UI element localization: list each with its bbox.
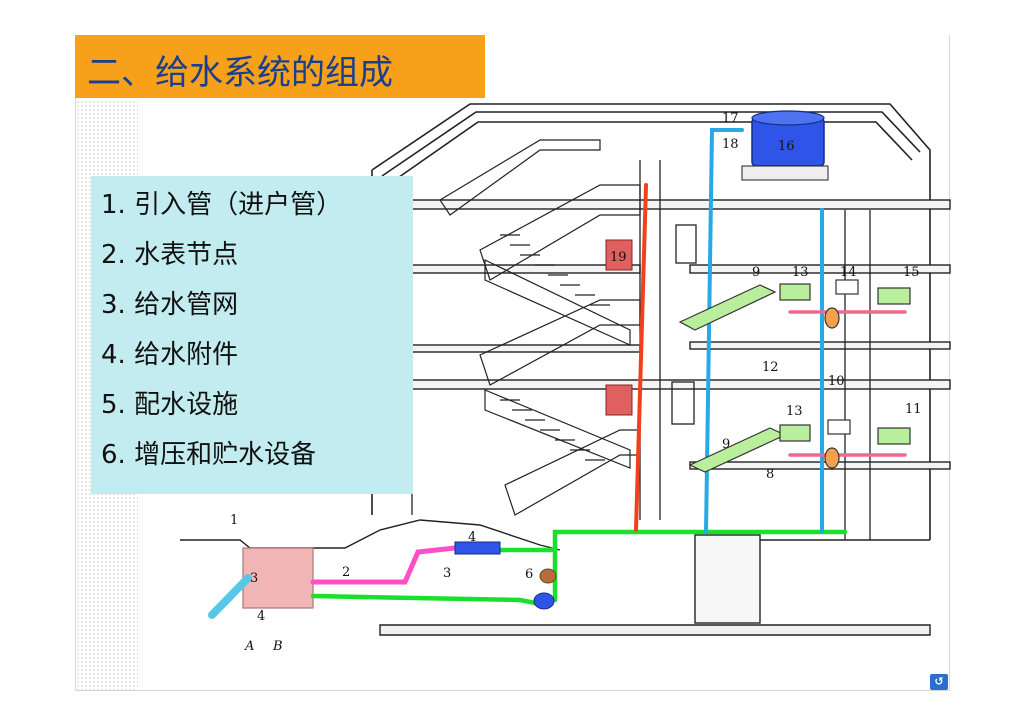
hydrant-cabinet-lower bbox=[605, 384, 633, 416]
label-13-a: 13 bbox=[792, 265, 809, 280]
bypass-pipe bbox=[310, 593, 543, 607]
inlet-pipe bbox=[310, 545, 458, 585]
return-icon[interactable]: ↺ bbox=[930, 674, 948, 690]
red-riser bbox=[634, 183, 648, 532]
roof-water-tank bbox=[741, 110, 829, 181]
slide-frame-left bbox=[75, 35, 76, 690]
component-item: 4. 给水附件 bbox=[101, 340, 239, 370]
slide-frame-bottom bbox=[75, 690, 950, 691]
label-19: 19 bbox=[610, 250, 627, 265]
label-14: 14 bbox=[840, 265, 857, 280]
roof bbox=[371, 103, 931, 540]
label-3-a: 3 bbox=[250, 571, 258, 586]
label-2: 2 bbox=[342, 565, 350, 580]
label-10: 10 bbox=[828, 374, 845, 389]
label-4-b: 4 bbox=[468, 530, 476, 545]
axis-label-a: A bbox=[244, 639, 254, 654]
incoming-main-pipe bbox=[208, 574, 252, 619]
component-item: 6. 增压和贮水设备 bbox=[101, 440, 317, 470]
label-11: 11 bbox=[905, 402, 922, 417]
label-12: 12 bbox=[762, 360, 779, 375]
label-18: 18 bbox=[722, 137, 739, 152]
pipes bbox=[208, 128, 907, 619]
diagram-labels: 1 2 3 3 4 4 6 8 9 9 10 11 12 13 13 14 15… bbox=[230, 111, 922, 654]
component-item: 2. 水表节点 bbox=[101, 240, 239, 270]
label-9-b: 9 bbox=[722, 437, 730, 452]
title-bar: 二、给水系统的组成 bbox=[75, 35, 485, 98]
label-4-a: 4 bbox=[257, 609, 265, 624]
staircase bbox=[439, 139, 641, 516]
label-3-b: 3 bbox=[443, 566, 451, 581]
meter-pit bbox=[242, 547, 314, 609]
label-16: 16 bbox=[778, 139, 795, 154]
slide-frame-right bbox=[949, 35, 950, 690]
floor-slabs bbox=[379, 199, 951, 470]
tank-riser bbox=[704, 128, 744, 534]
water-meter-and-pumps bbox=[454, 541, 557, 610]
axis-label-b: B bbox=[272, 639, 283, 654]
component-item: 5. 配水设施 bbox=[101, 390, 239, 420]
fixtures bbox=[678, 279, 911, 473]
hydrant-cabinet-upper bbox=[605, 239, 633, 271]
ground bbox=[180, 519, 931, 636]
label-13-b: 13 bbox=[786, 404, 803, 419]
label-9-a: 9 bbox=[752, 265, 760, 280]
label-17: 17 bbox=[722, 111, 739, 126]
component-item: 1. 引入管（进户管） bbox=[101, 190, 343, 220]
component-list: 1. 引入管（进户管） 2. 水表节点 3. 给水管网 4. 给水附件 5. 配… bbox=[91, 176, 413, 494]
label-6: 6 bbox=[525, 567, 533, 582]
supply-main bbox=[497, 529, 848, 553]
component-item: 3. 给水管网 bbox=[101, 290, 239, 320]
slide-title: 二、给水系统的组成 bbox=[87, 53, 393, 93]
label-15: 15 bbox=[903, 265, 920, 280]
label-1: 1 bbox=[230, 513, 238, 528]
label-8: 8 bbox=[766, 467, 774, 482]
